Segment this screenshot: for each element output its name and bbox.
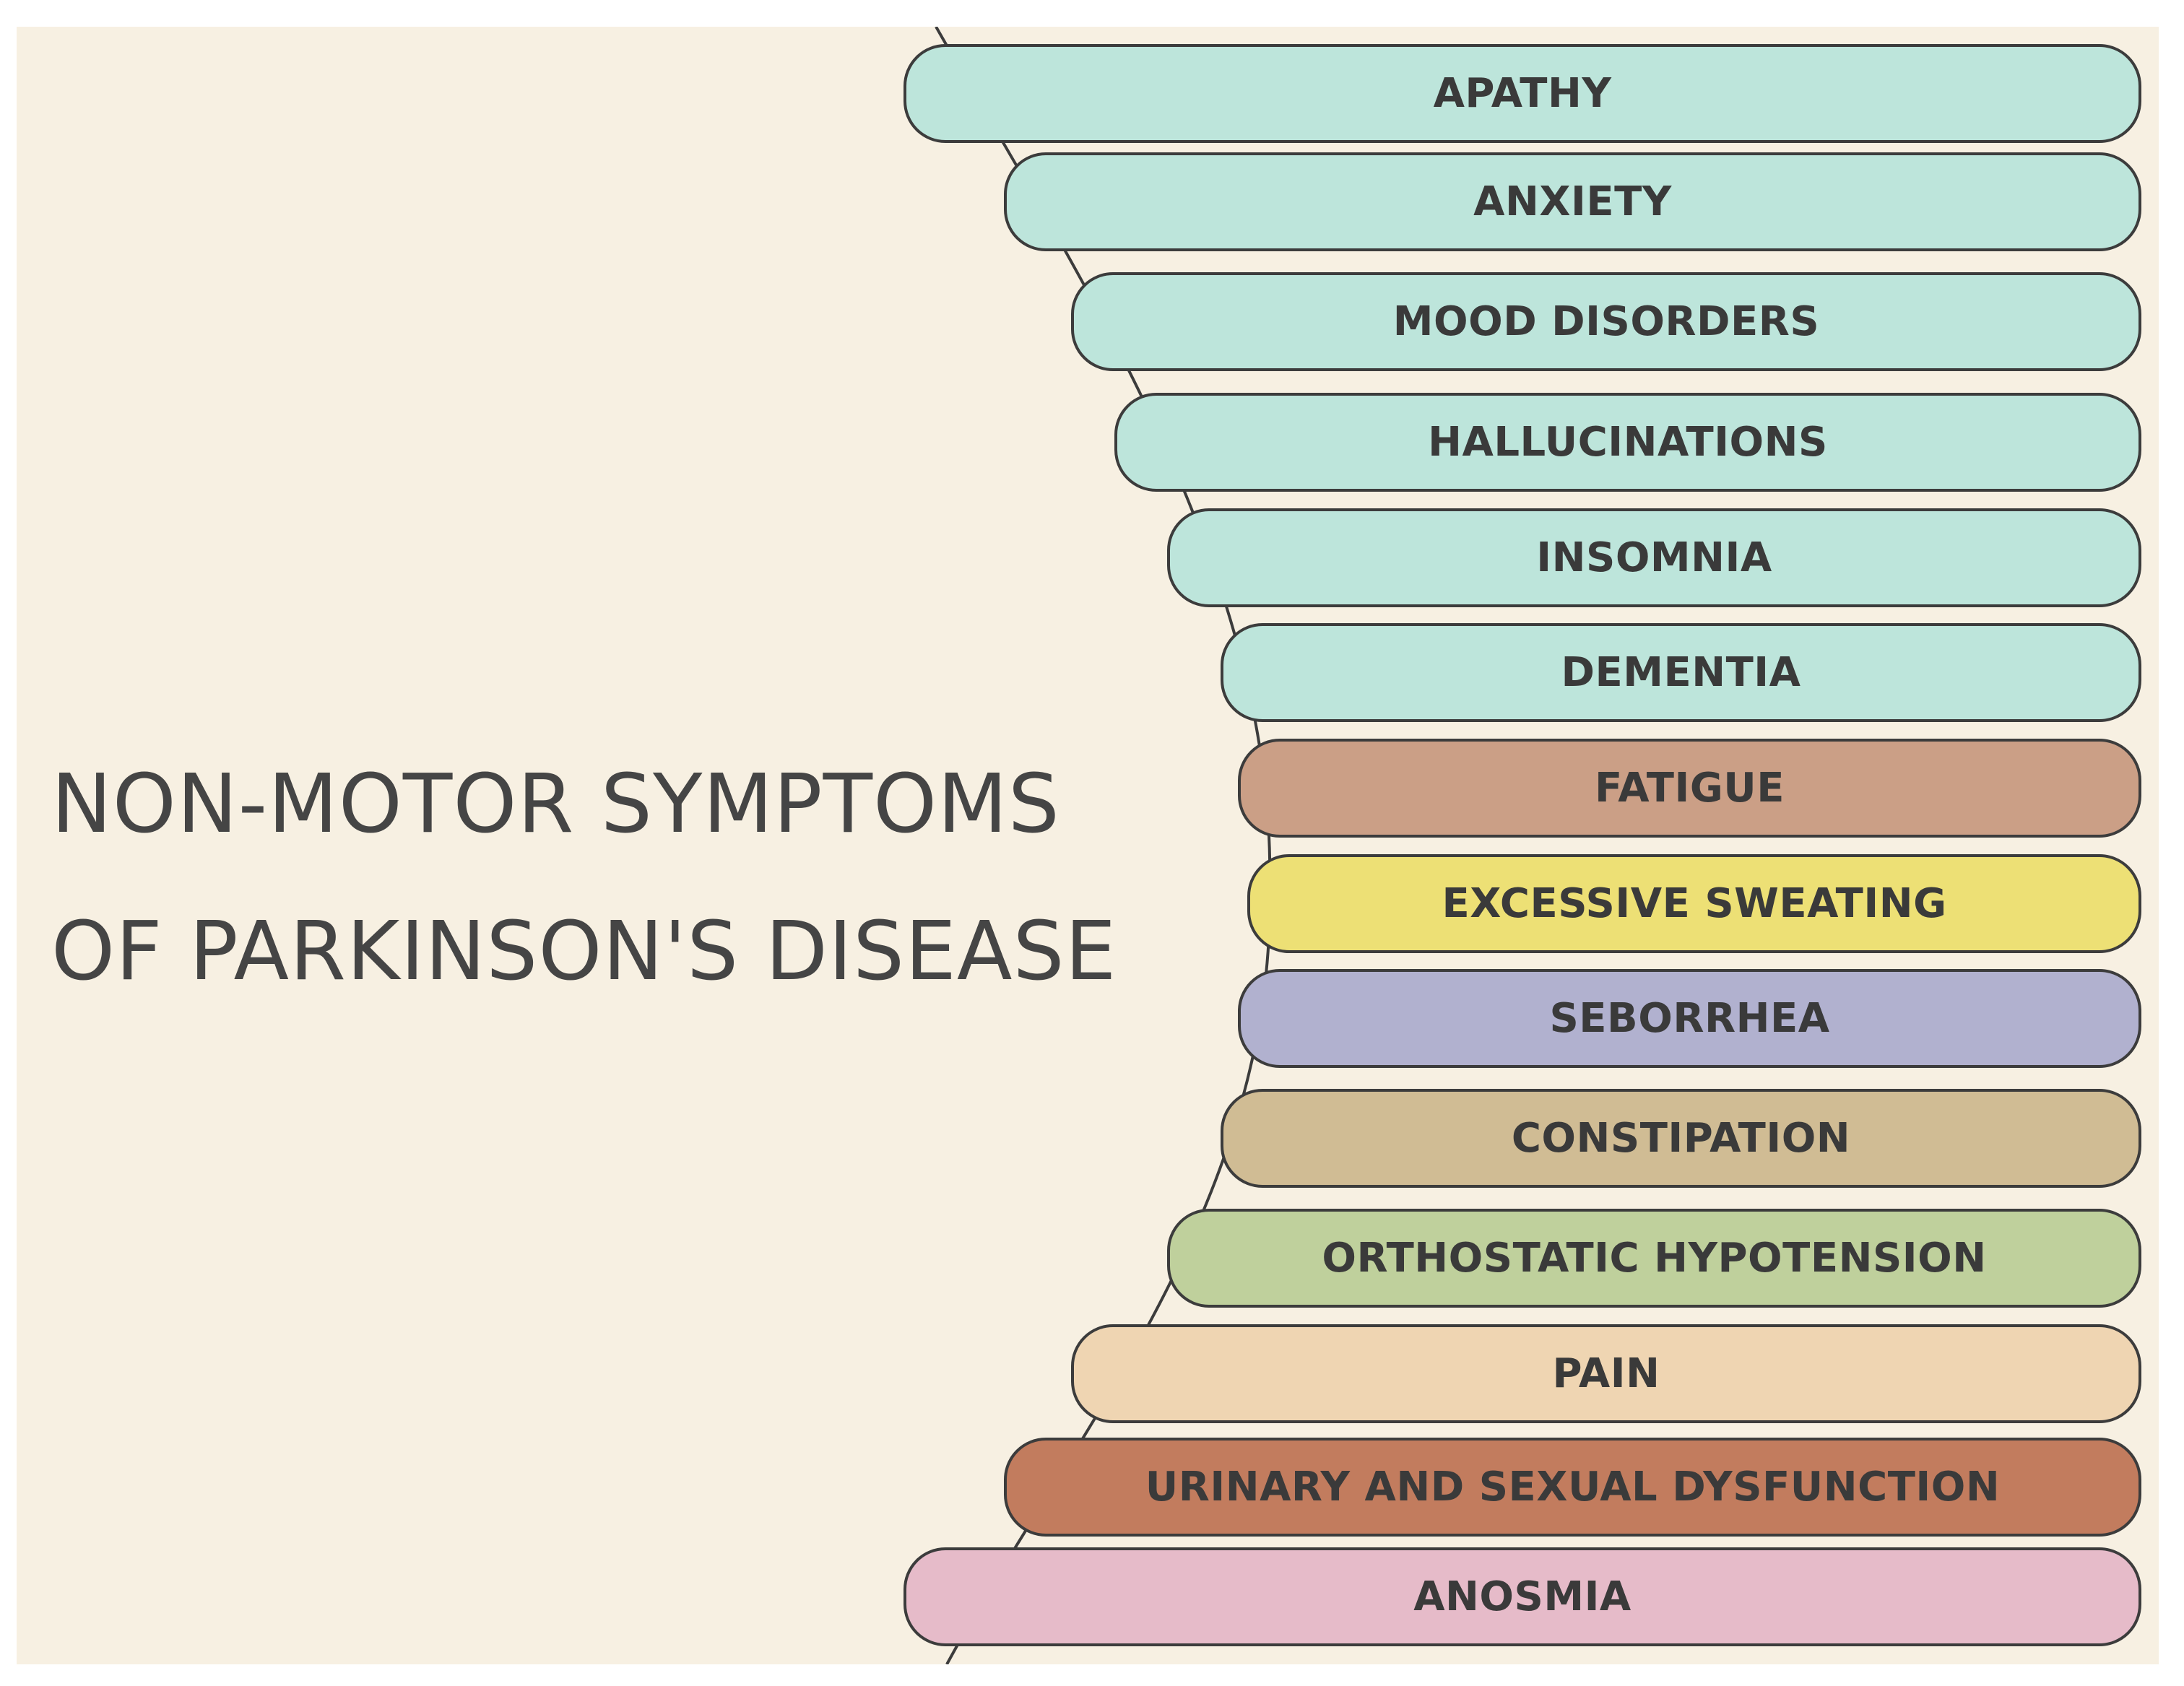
title-line-1: NON-MOTOR SYMPTOMS xyxy=(51,757,1060,851)
symptom-label: HALLUCINATIONS xyxy=(1428,419,1828,466)
symptom-label: ANOSMIA xyxy=(1413,1573,1632,1620)
symptom-label: PAIN xyxy=(1552,1350,1660,1397)
symptom-label: DEMENTIA xyxy=(1561,649,1801,696)
symptom-pill: APATHY xyxy=(904,44,2141,143)
symptom-label: ANXIETY xyxy=(1473,178,1672,225)
symptom-label: INSOMNIA xyxy=(1536,534,1772,581)
symptom-label: SEBORRHEA xyxy=(1549,995,1830,1042)
symptom-pill: SEBORRHEA xyxy=(1238,969,2141,1068)
symptom-pill: INSOMNIA xyxy=(1167,508,2141,607)
symptom-pill: HALLUCINATIONS xyxy=(1114,393,2141,492)
symptom-pill: DEMENTIA xyxy=(1221,623,2141,722)
diagram-title: NON-MOTOR SYMPTOMS OF PARKINSON'S DISEAS… xyxy=(51,731,1117,1025)
symptom-pill: ORTHOSTATIC HYPOTENSION xyxy=(1167,1209,2141,1308)
symptom-label: MOOD DISORDERS xyxy=(1392,298,1820,345)
symptom-label: CONSTIPATION xyxy=(1511,1115,1851,1162)
symptom-label: ORTHOSTATIC HYPOTENSION xyxy=(1322,1235,1987,1282)
symptom-label: EXCESSIVE SWEATING xyxy=(1442,880,1947,927)
symptom-label: FATIGUE xyxy=(1594,765,1785,812)
symptom-pill: URINARY AND SEXUAL DYSFUNCTION xyxy=(1004,1438,2141,1537)
symptom-label: URINARY AND SEXUAL DYSFUNCTION xyxy=(1145,1464,2001,1511)
symptom-pill: CONSTIPATION xyxy=(1221,1089,2141,1188)
symptom-pill: PAIN xyxy=(1071,1324,2141,1423)
symptom-pill: EXCESSIVE SWEATING xyxy=(1247,854,2141,953)
symptom-pill: MOOD DISORDERS xyxy=(1071,272,2141,371)
symptom-pill: FATIGUE xyxy=(1238,739,2141,838)
symptom-pill: ANOSMIA xyxy=(904,1547,2141,1646)
symptom-label: APATHY xyxy=(1433,70,1612,117)
title-line-2: OF PARKINSON'S DISEASE xyxy=(51,905,1117,999)
symptom-pill: ANXIETY xyxy=(1004,152,2141,251)
infographic-panel: NON-MOTOR SYMPTOMS OF PARKINSON'S DISEAS… xyxy=(17,27,2159,1664)
